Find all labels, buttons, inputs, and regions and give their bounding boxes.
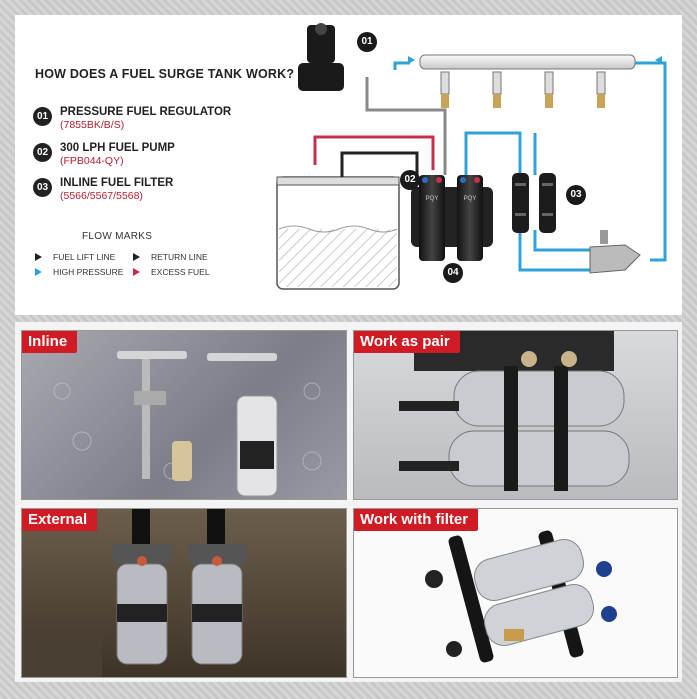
badge-filter: 03 — [566, 185, 586, 205]
pump-brand-label: PQY — [464, 196, 477, 202]
legend-item-code: (7855BK/B/S) — [60, 119, 125, 131]
external-photo-image — [22, 509, 247, 677]
photo-work-as-pair: Work as pair — [353, 330, 678, 500]
legend-item-code: (FPB044-QY) — [60, 155, 124, 167]
fuel-rail — [419, 54, 636, 108]
photo-grid: Inline Work as pair External — [15, 322, 682, 682]
pump-brand-label: PQY — [426, 196, 439, 202]
diagram-title: HOW DOES A FUEL SURGE TANK WORK? — [35, 67, 295, 81]
high-pressure-line-2 — [393, 61, 667, 272]
legend-number: 01 — [33, 107, 52, 126]
excess-fuel-arrow-icon — [133, 268, 140, 276]
excess-fuel-line — [313, 135, 435, 170]
badge-pump: 02 — [400, 170, 420, 190]
badge-regulator: 01 — [357, 32, 377, 52]
photo-tag: Work with filter — [354, 509, 479, 531]
high-pressure-arrow-icon — [35, 268, 42, 276]
fuel-lift-arrow-icon — [35, 253, 42, 261]
inline-photo-image — [53, 351, 322, 497]
return-line — [365, 77, 447, 175]
fuel-lift-line — [340, 151, 419, 177]
legend-number: 03 — [33, 178, 52, 197]
flow-marks-title: FLOW MARKS — [82, 231, 153, 242]
fuel-system-diagram: HOW DOES A FUEL SURGE TANK WORK? 01 PRES… — [15, 15, 682, 315]
filter-photo-image — [425, 530, 617, 663]
high-pressure-line-1 — [464, 131, 537, 175]
flow-mark-label: HIGH PRESSURE — [53, 267, 124, 277]
flow-mark-label: FUEL LIFT LINE — [53, 252, 116, 262]
fuel-distribution-block — [589, 230, 641, 274]
photo-external: External — [21, 508, 347, 678]
legend-item-name: 300 LPH FUEL PUMP — [60, 142, 175, 154]
photo-tag: Inline — [22, 331, 78, 353]
surge-tank — [276, 176, 400, 290]
inline-filters — [512, 173, 556, 233]
pair-photo-image — [399, 331, 630, 491]
photo-tag: External — [22, 509, 98, 531]
photo-work-with-filter: Work with filter — [353, 508, 678, 678]
flow-mark-label: EXCESS FUEL — [151, 267, 210, 277]
flow-mark-label: RETURN LINE — [151, 252, 208, 262]
return-arrow-icon — [133, 253, 140, 261]
plumbing-schematic: PQY PQY — [276, 23, 667, 290]
fuel-pumps: PQY PQY — [411, 175, 493, 261]
legend-item-name: PRESSURE FUEL REGULATOR — [60, 106, 232, 118]
legend-item-name: INLINE FUEL FILTER — [60, 177, 174, 189]
legend-number: 02 — [33, 143, 52, 162]
pressure-regulator — [298, 23, 344, 91]
legend-item-code: (5566/5567/5568) — [60, 190, 143, 202]
photo-inline: Inline — [21, 330, 347, 500]
photo-tag: Work as pair — [354, 331, 460, 353]
badge-tank: 04 — [443, 263, 463, 283]
